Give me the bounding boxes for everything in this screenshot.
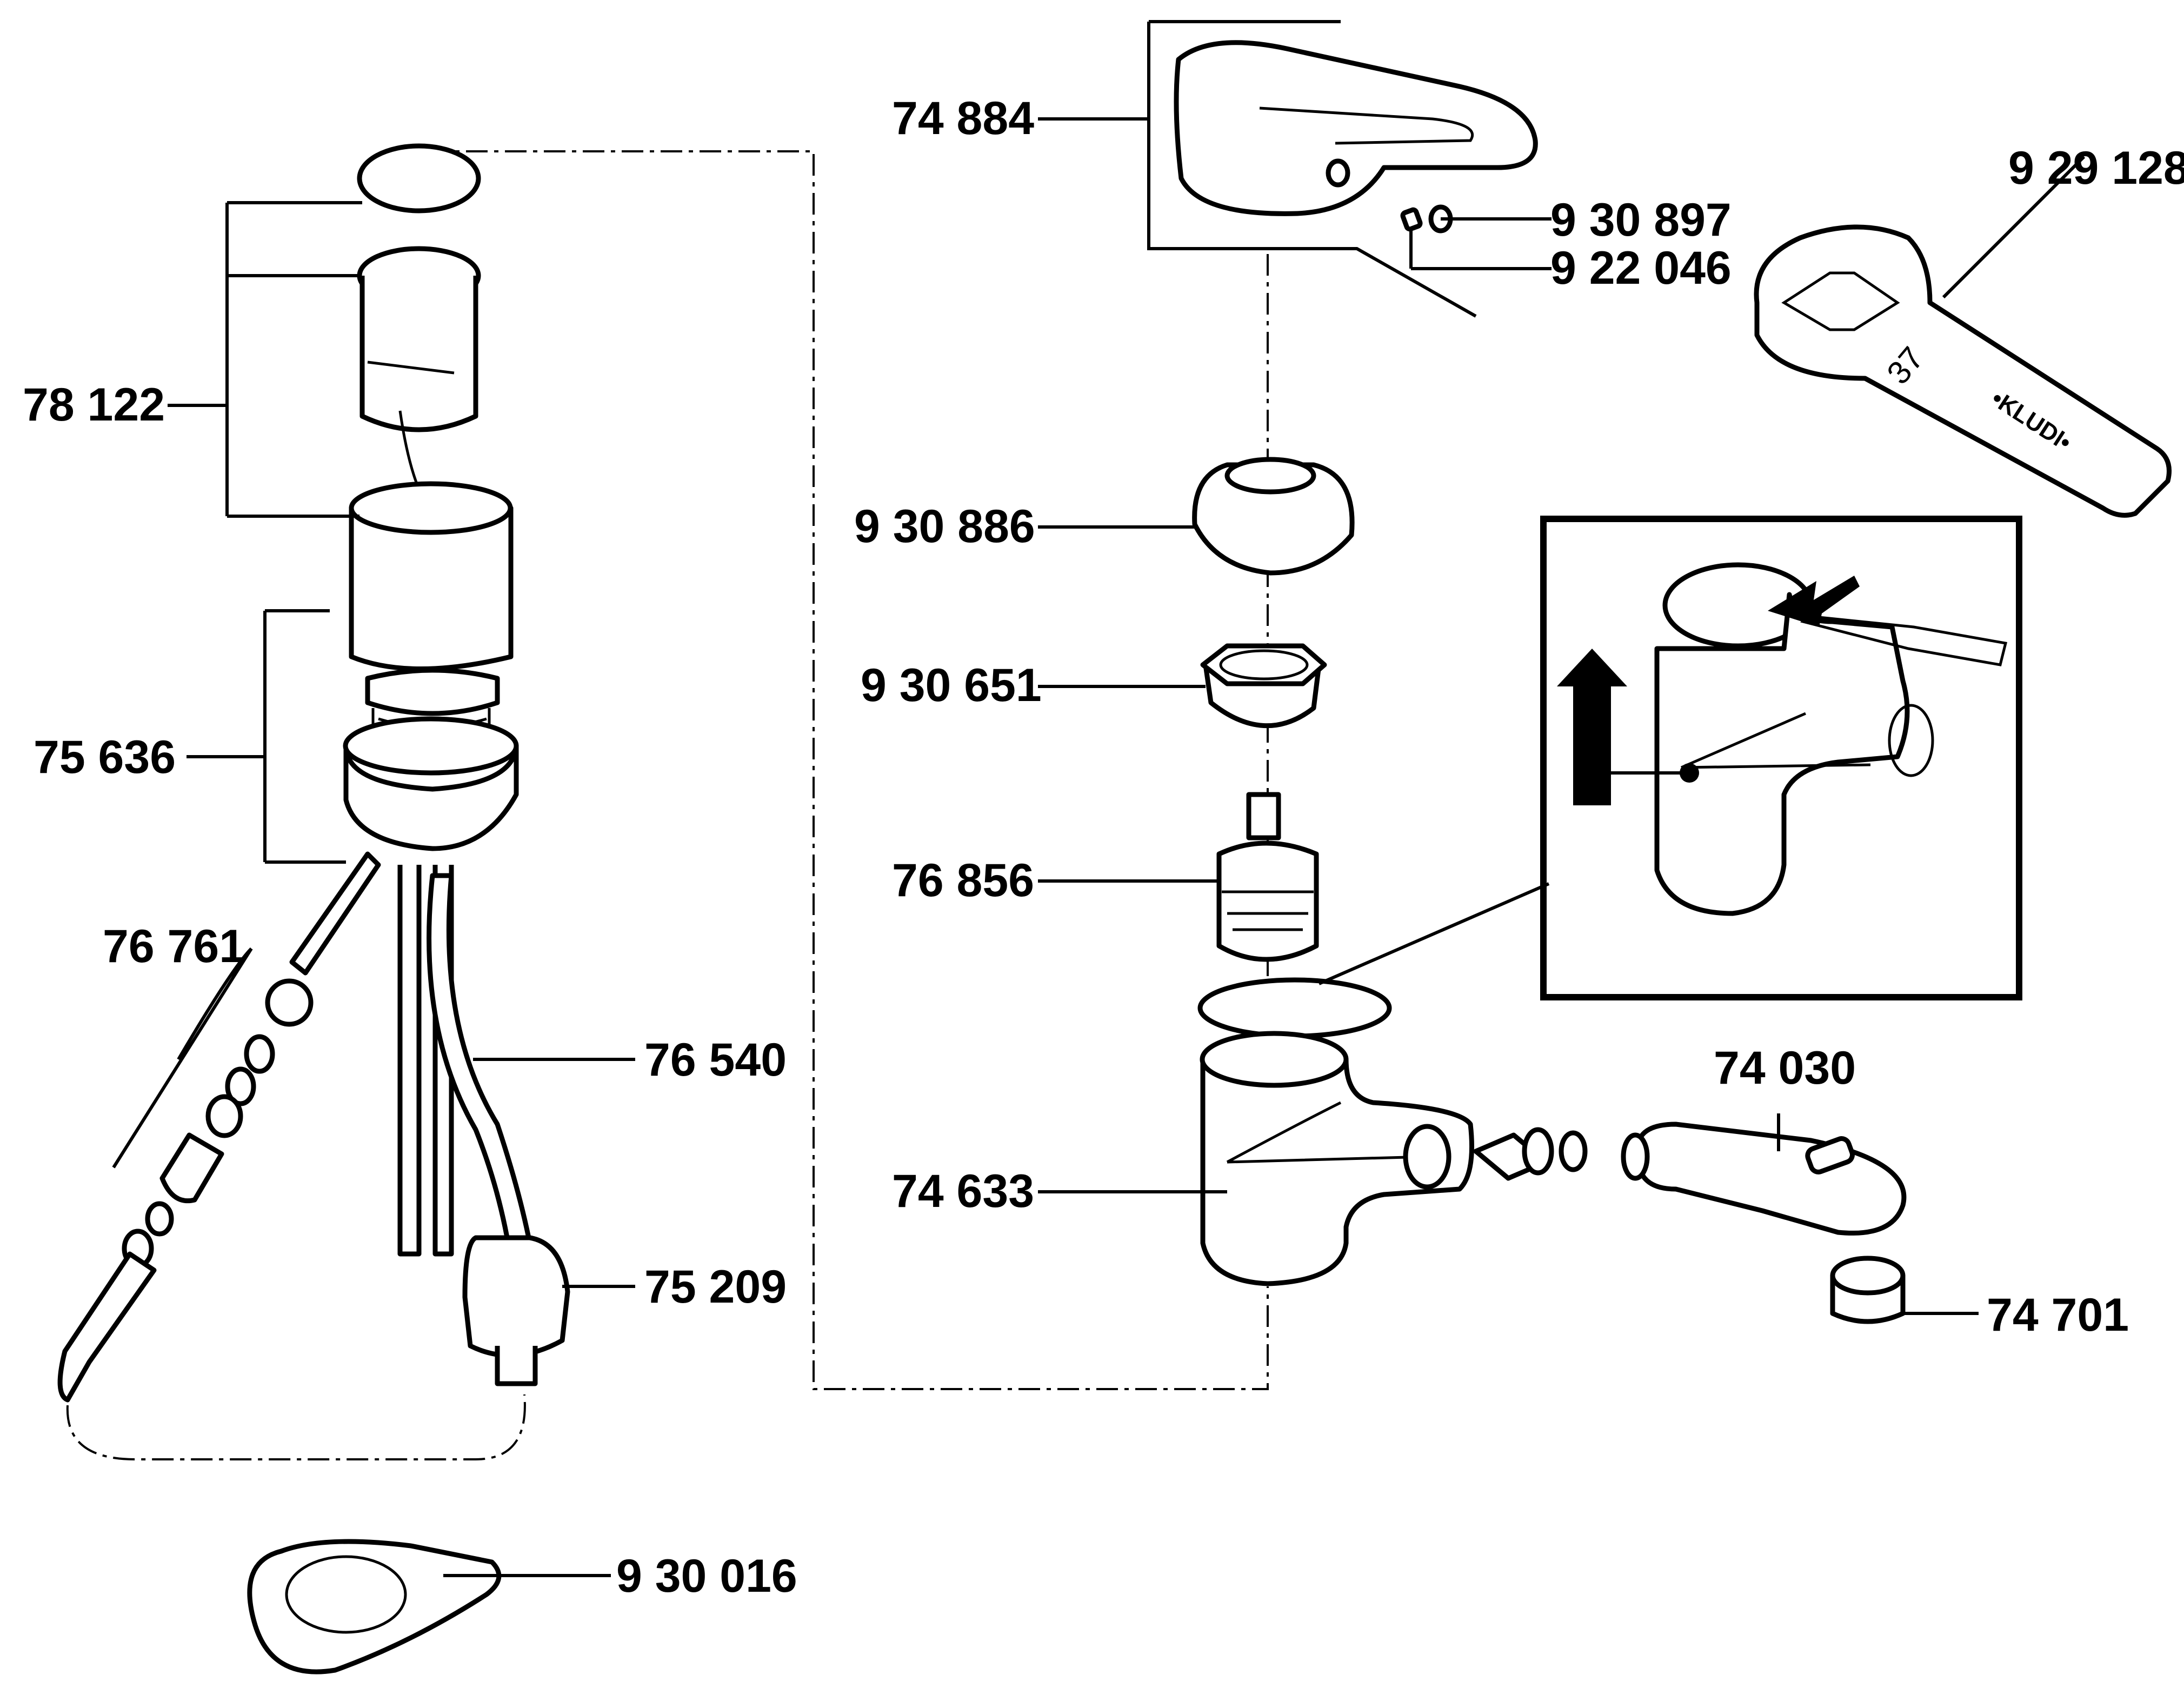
cartridge-part[interactable] [1216,792,1319,962]
label-76761[interactable]: 76 761 [103,920,245,972]
label-75209[interactable]: 75 209 [644,1261,787,1313]
label-74884[interactable]: 74 884 [892,92,1034,144]
grub-screw-part[interactable] [1400,204,1453,269]
label-78122[interactable]: 78 122 [23,379,165,431]
label-930016[interactable]: 9 30 016 [616,1550,797,1602]
aerator-part[interactable] [1830,1256,1906,1324]
label-74633[interactable]: 74 633 [892,1165,1034,1217]
label-929128[interactable]: 9 29 128 [2008,142,2184,194]
label-930897[interactable]: 9 30 897 [1550,194,1732,246]
assembly-guide-lines [66,150,1269,1460]
label-75636[interactable]: 75 636 [34,731,176,783]
label-930651[interactable]: 9 30 651 [861,659,1042,711]
spanner-tool[interactable]: 37 •KLUDI• [1754,224,2172,518]
base-gasket-part[interactable] [247,1539,502,1674]
part-labels: 74 884 9 30 897 9 22 046 9 29 128 9 30 8… [23,92,2184,1602]
detail-inset [1318,516,2022,1000]
label-76540[interactable]: 76 540 [644,1034,787,1086]
label-922046[interactable]: 9 22 046 [1550,242,1732,294]
leader-lines [112,117,2086,1577]
connection-set-part[interactable] [57,978,314,1403]
label-74030[interactable]: 74 030 [1714,1042,1856,1094]
label-74701[interactable]: 74 701 [1987,1289,2129,1341]
label-930886[interactable]: 9 30 886 [854,501,1035,552]
spout-connector-part[interactable] [1473,1127,1588,1181]
lever-handle-part[interactable] [1147,20,1538,318]
swivel-spout-part[interactable] [1621,1122,1907,1236]
fixing-set-part[interactable] [343,481,519,851]
hose-connector-part[interactable] [462,1235,570,1386]
mixer-body-part[interactable] [1200,1031,1474,1286]
pop-up-waste-part[interactable] [357,143,481,515]
cartridge-nut-part[interactable] [1200,643,1327,729]
label-76856[interactable]: 76 856 [892,855,1034,906]
o-ring-part[interactable] [1197,977,1392,1039]
cover-cap-part[interactable] [1192,457,1355,576]
